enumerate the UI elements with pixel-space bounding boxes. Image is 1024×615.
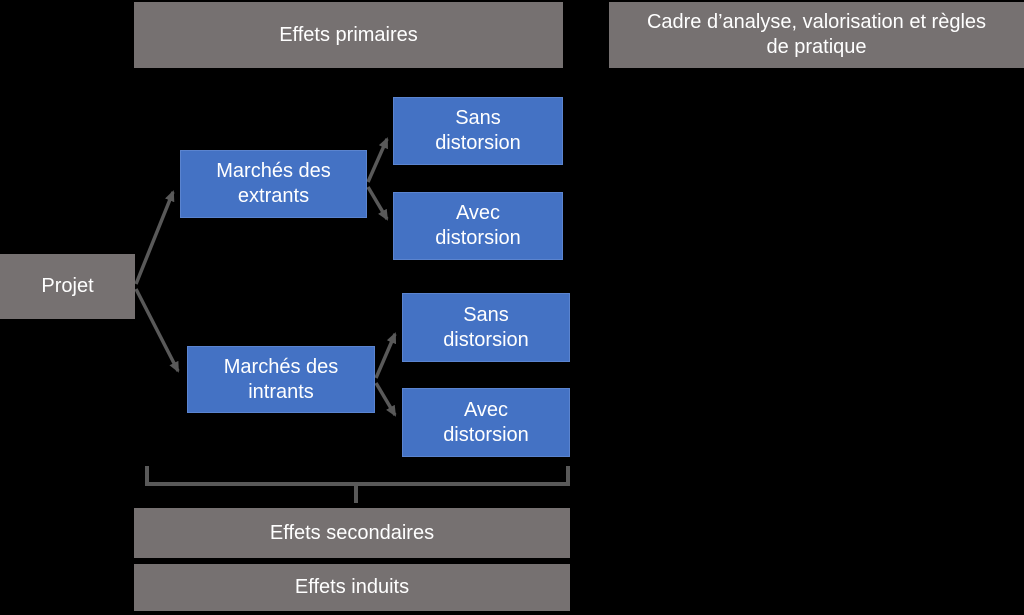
- bar-effets-induits: Effets induits: [134, 564, 570, 611]
- header-cadre-analyse: Cadre d’analyse, valorisation et règles …: [609, 2, 1024, 68]
- arrow-intrants-to-sans: [374, 332, 397, 379]
- node-marches-intrants-label: Marchés des intrants: [223, 355, 339, 403]
- node-extrants-sans-distorsion: Sans distorsion: [393, 97, 563, 165]
- arrow-intrants-to-avec: [374, 382, 397, 417]
- arrow-projet-to-extrants: [134, 190, 175, 285]
- node-projet: Projet: [0, 254, 135, 319]
- node-marches-intrants: Marchés des intrants: [187, 346, 375, 413]
- header-effets-primaires-label: Effets primaires: [279, 23, 418, 46]
- bar-effets-induits-label: Effets induits: [294, 576, 410, 598]
- bar-effets-secondaires: Effets secondaires: [134, 508, 570, 558]
- node-projet-label: Projet: [41, 275, 94, 297]
- node-extrants-avec-distorsion-label: Avec distorsion: [435, 202, 521, 249]
- node-intrants-sans-distorsion: Sans distorsion: [402, 293, 570, 362]
- arrow-extrants-to-sans: [366, 137, 389, 183]
- arrow-extrants-to-avec: [366, 186, 389, 221]
- node-extrants-sans-distorsion-label: Sans distorsion: [435, 107, 521, 154]
- node-intrants-avec-distorsion: Avec distorsion: [402, 388, 570, 457]
- bracket-secondary-effects: [145, 466, 570, 486]
- node-intrants-sans-distorsion-label: Sans distorsion: [443, 303, 529, 351]
- header-effets-primaires: Effets primaires: [134, 2, 563, 68]
- node-intrants-avec-distorsion-label: Avec distorsion: [443, 398, 529, 446]
- node-marches-extrants-label: Marchés des extrants: [216, 160, 331, 207]
- node-marches-extrants: Marchés des extrants: [180, 150, 367, 218]
- bar-effets-secondaires-label: Effets secondaires: [269, 521, 435, 544]
- header-cadre-analyse-label: Cadre d’analyse, valorisation et règles …: [646, 11, 987, 58]
- node-extrants-avec-distorsion: Avec distorsion: [393, 192, 563, 260]
- arrow-projet-to-intrants: [134, 288, 180, 373]
